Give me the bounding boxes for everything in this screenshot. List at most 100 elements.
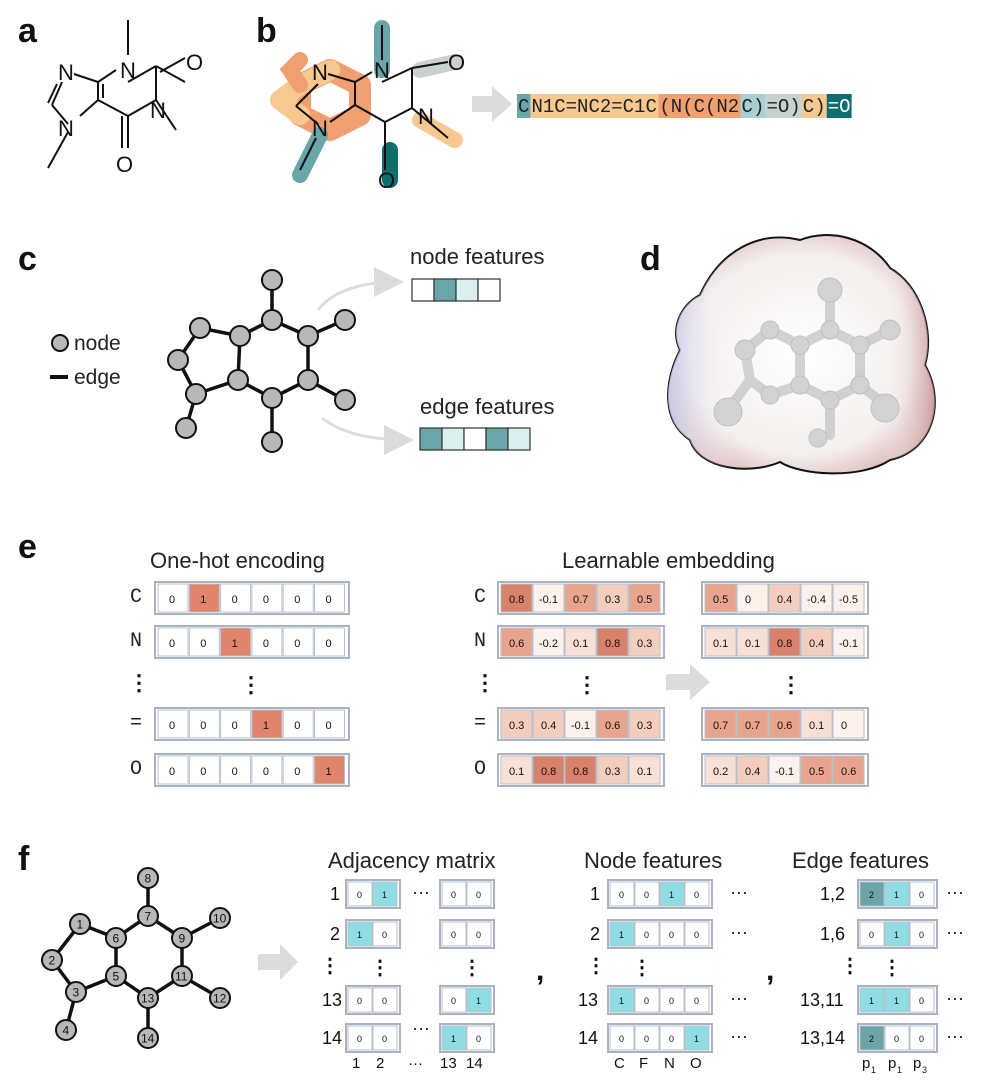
embed2-cell [768, 755, 801, 785]
onehot-cell [220, 583, 252, 613]
nodefeat-cell [634, 987, 660, 1013]
graph-node [167, 349, 189, 371]
edgefeat-cell-value: 2 [869, 1034, 874, 1044]
graph-node [227, 369, 249, 391]
graph-f-node-number: 2 [49, 954, 56, 968]
graph-f-node [209, 907, 231, 929]
graph-f-node [137, 867, 159, 889]
embed2-cell-value: -0.1 [775, 766, 794, 778]
arrow-embedding-update [666, 664, 710, 700]
embed2-cell [832, 709, 865, 739]
adj-col-label: 2 [376, 1055, 384, 1072]
nodefeat-cell-value: 0 [669, 996, 674, 1006]
graph-node [334, 389, 356, 411]
nodefeat-frame [607, 1023, 713, 1053]
graph-f-node-number: 7 [145, 910, 152, 924]
atom-n3-a: N [58, 116, 74, 141]
legend-node-marker [51, 334, 69, 352]
graph-f-node [171, 965, 193, 987]
adj-ellipsis: ··· [412, 882, 430, 902]
row-label-onehot: = [130, 712, 142, 735]
node-col-label: O [690, 1055, 702, 1072]
edgefeat-cell-value: 0 [919, 890, 924, 900]
embed1-cell-value: -0.1 [539, 594, 558, 606]
graph-node [229, 325, 251, 347]
graph-f-node [41, 949, 63, 971]
vertical-ellipsis: ⋮ [370, 957, 390, 979]
smiles-token: C) [742, 96, 765, 118]
graph-node [261, 431, 283, 453]
embed1-cell-value: 0.3 [637, 720, 652, 732]
row-ellipsis: ··· [946, 1026, 964, 1046]
edgefeat-cell [859, 921, 885, 947]
adj-right-cell [466, 987, 492, 1013]
node-features-title: Node features [584, 848, 722, 873]
caffeine-structure-a [47, 20, 186, 169]
onehot-cell-value: 0 [200, 638, 206, 650]
onehot-cell-value: 1 [263, 720, 269, 732]
edge-feature-vector [419, 427, 531, 451]
graph-f-node-number: 11 [175, 970, 188, 984]
embed1-cell [564, 627, 597, 657]
onehot-cell [251, 755, 283, 785]
onehot-cell-value: 0 [169, 594, 175, 606]
adj-right-cell-value: 0 [451, 930, 456, 940]
embed1-cell [596, 583, 629, 613]
embed1-cell [500, 627, 533, 657]
vertical-ellipsis: ⋮ [576, 672, 598, 697]
onehot-row-frame [154, 581, 350, 615]
nodefeat-cell-value: 0 [644, 890, 649, 900]
onehot-cell-value: 1 [232, 638, 238, 650]
graph-node [297, 369, 319, 391]
nodefeat-cell-value: 0 [644, 930, 649, 940]
comma-1: , [536, 954, 544, 987]
embed1-cell-value: 0.6 [509, 638, 524, 650]
onehot-cell-value: 0 [169, 638, 175, 650]
adj-left-cell-value: 0 [357, 890, 362, 900]
smiles-token-bg [517, 94, 531, 118]
row-ellipsis: ··· [730, 882, 748, 902]
embed1-cell-value: 0.8 [541, 766, 556, 778]
row-ellipsis: ··· [730, 1026, 748, 1046]
embed1-cell-value: 0.5 [637, 594, 652, 606]
atom-n1-a: N [120, 58, 136, 83]
graph-node [261, 309, 283, 331]
edgefeat-cell-value: 1 [894, 930, 899, 940]
embed1-cell-value: 0.8 [605, 638, 620, 650]
embed2-row-frame [701, 625, 869, 659]
onehot-cell-value: 1 [326, 766, 332, 778]
adj-left-frame [345, 919, 401, 949]
vertical-ellipsis: ⋮ [840, 955, 860, 977]
adj-right-cell-value: 0 [476, 1034, 481, 1044]
onehot-cell [251, 583, 283, 613]
embed2-cell-value: 0.1 [809, 720, 824, 732]
atom-n1-b: N [374, 58, 390, 83]
arrow-to-smiles [472, 86, 512, 122]
onehot-row-frame [154, 707, 350, 741]
edge-col-label: p [913, 1055, 921, 1072]
edgefeat-cell-value: 0 [894, 1034, 899, 1044]
adj-col-label: 13 [440, 1055, 457, 1072]
graph-f-node-number: 8 [145, 872, 152, 886]
adj-row-label: 1 [330, 884, 340, 904]
graph-f-node [69, 913, 91, 935]
graph-f-node [137, 987, 159, 1009]
edgefeat-frame [857, 1023, 938, 1053]
legend-c: node edge [50, 332, 121, 389]
edge-col-label: p [888, 1055, 896, 1072]
onehot-cell-value: 0 [232, 720, 238, 732]
nodefeat-frame [607, 919, 713, 949]
embed1-cell [596, 755, 629, 785]
onehot-cell [314, 709, 345, 739]
onehot-cell [282, 755, 314, 785]
adj-right-frame [439, 879, 495, 909]
onehot-cell-value: 0 [263, 638, 269, 650]
embed2-cell-value: 0.5 [809, 766, 824, 778]
panel-label-f: f [18, 840, 30, 878]
embed1-cell-value: 0.7 [573, 594, 588, 606]
row-ellipsis: ··· [946, 922, 964, 942]
embed2-cell [736, 709, 769, 739]
adj-row-label: 13 [322, 990, 342, 1010]
onehot-cell-value: 0 [263, 766, 269, 778]
